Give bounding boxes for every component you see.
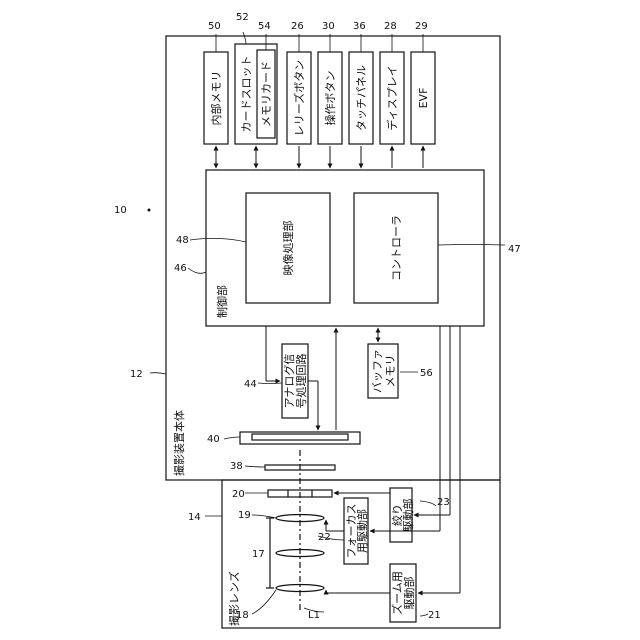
image-sensor-inner: [252, 434, 348, 440]
touch-panel-label: タッチパネル: [355, 65, 368, 131]
ref-L1: L1: [308, 610, 320, 621]
focus-drive-label-2: 用駆動部: [355, 509, 369, 553]
ref-19: 19: [238, 510, 251, 521]
ref-56: 56: [420, 368, 433, 379]
ref-46: 46: [174, 263, 187, 274]
ref-22: 22: [318, 532, 331, 543]
ref-14: 14: [188, 512, 201, 523]
ref-26: 26: [291, 21, 304, 32]
ref-54: 54: [258, 21, 271, 32]
ref-30: 30: [322, 21, 335, 32]
ref-52: 52: [236, 12, 249, 23]
card-slot-label: カードスロット: [240, 56, 253, 133]
ref-29: 29: [415, 21, 428, 32]
ref-44: 44: [244, 379, 257, 390]
ref-47: 47: [508, 244, 521, 255]
ref-20: 20: [232, 489, 245, 500]
ref-28: 28: [384, 21, 397, 32]
internal-memory-label: 内部メモリ: [209, 71, 223, 126]
camera-body-label: 撮影装置本体: [172, 410, 186, 476]
control-unit-label: 制御部: [215, 285, 229, 318]
ref-12: 12: [130, 369, 143, 380]
ref-38: 38: [230, 461, 243, 472]
ref-10-dot: [148, 209, 151, 212]
analog-label-1: アナログ信: [282, 354, 296, 409]
ref-17: 17: [252, 549, 265, 560]
operation-button-label: 操作ボタン: [323, 71, 337, 126]
buffer-label-1: バッファ: [371, 349, 384, 393]
zoom-drive-label-2: 駆動部: [402, 577, 416, 610]
zoom-drive-label-1: ズーム用: [390, 571, 404, 615]
lens-label: 撮影レンズ: [227, 571, 241, 626]
release-button-label: レリーズボタン: [292, 60, 306, 136]
analog-label-2: 号処理回路: [295, 354, 308, 409]
aperture-drive-label-2: 駆動部: [401, 499, 415, 532]
image-processing-label: 映像処理部: [281, 221, 295, 276]
display-label: ディスプレイ: [385, 65, 399, 130]
buffer-label-2: メモリ: [384, 355, 397, 388]
ref-10: 10: [114, 205, 127, 216]
ref-36: 36: [353, 21, 366, 32]
ref-23: 23: [437, 497, 450, 508]
evf-label: EVF: [417, 88, 430, 109]
ref-48: 48: [176, 235, 189, 246]
controller-label: コントローラ: [390, 215, 403, 281]
ref-21: 21: [428, 610, 441, 621]
memory-card-label: メモリカード: [260, 61, 273, 127]
ref-40: 40: [207, 434, 220, 445]
ref-50: 50: [208, 21, 221, 32]
